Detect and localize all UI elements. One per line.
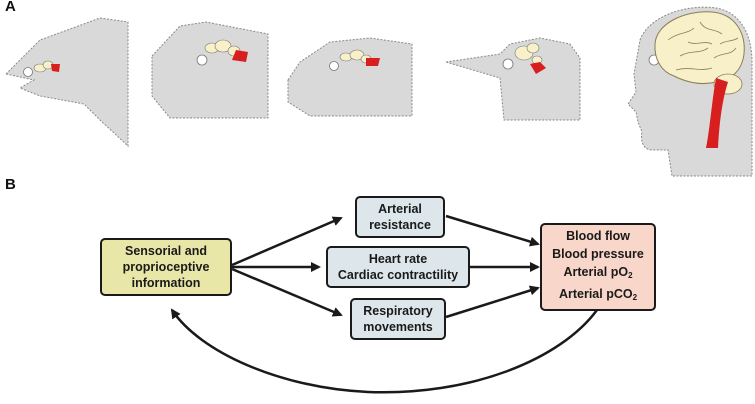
output-po2: Arterial pO2 bbox=[563, 263, 632, 285]
amphibian-head bbox=[151, 21, 269, 119]
sensorial-line-1: Sensorial and bbox=[125, 244, 207, 258]
heart-line-2: Cardiac contractility bbox=[337, 268, 459, 282]
output-blood-pressure: Blood pressure bbox=[552, 247, 644, 261]
arrow-arterial-to-output bbox=[445, 214, 540, 247]
sensorial-line-2: proprioceptive bbox=[122, 260, 210, 274]
panel-b-label: B bbox=[5, 176, 16, 193]
panel-a-label: A bbox=[5, 0, 16, 15]
heart-line-1: Heart rate bbox=[368, 252, 428, 266]
output-box: Blood flow Blood pressure Arterial pO2 A… bbox=[540, 223, 656, 311]
sensorial-line-3: information bbox=[131, 276, 201, 290]
arrow-sensorial-to-arterial bbox=[231, 216, 343, 267]
bird-head bbox=[445, 37, 581, 121]
output-pco2-sub: 2 bbox=[632, 293, 638, 302]
fish-head bbox=[4, 17, 129, 148]
feedback-arrow bbox=[170, 308, 599, 394]
output-po2-sub: 2 bbox=[628, 271, 633, 280]
fish-brain bbox=[33, 60, 60, 73]
human-brain bbox=[654, 11, 745, 148]
output-pco2-text: Arterial pCO bbox=[558, 287, 633, 301]
output-pco2: Arterial pCO2 bbox=[559, 285, 637, 307]
respiratory-box: Respiratory movements bbox=[350, 298, 446, 340]
sensorial-box: Sensorial and proprioceptive information bbox=[100, 238, 232, 296]
human-head bbox=[627, 6, 753, 177]
output-po2-text: Arterial pO bbox=[563, 265, 629, 279]
bird-brain bbox=[514, 42, 546, 74]
respiratory-line-2: movements bbox=[363, 320, 433, 334]
arterial-resistance-box: Arterial resistance bbox=[355, 196, 445, 238]
respiratory-line-1: Respiratory bbox=[363, 304, 433, 318]
arrows bbox=[170, 214, 599, 394]
arterial-line-1: Arterial bbox=[378, 202, 422, 216]
reptile-head bbox=[287, 37, 413, 117]
arterial-line-2: resistance bbox=[369, 218, 431, 232]
arrow-sensorial-to-respiratory bbox=[231, 267, 343, 317]
heart-rate-box: Heart rate Cardiac contractility bbox=[326, 246, 470, 288]
output-blood-flow: Blood flow bbox=[566, 229, 630, 243]
reptile-brain bbox=[339, 49, 380, 66]
amphibian-brain bbox=[204, 39, 248, 62]
arrow-respiratory-to-output bbox=[445, 285, 540, 319]
